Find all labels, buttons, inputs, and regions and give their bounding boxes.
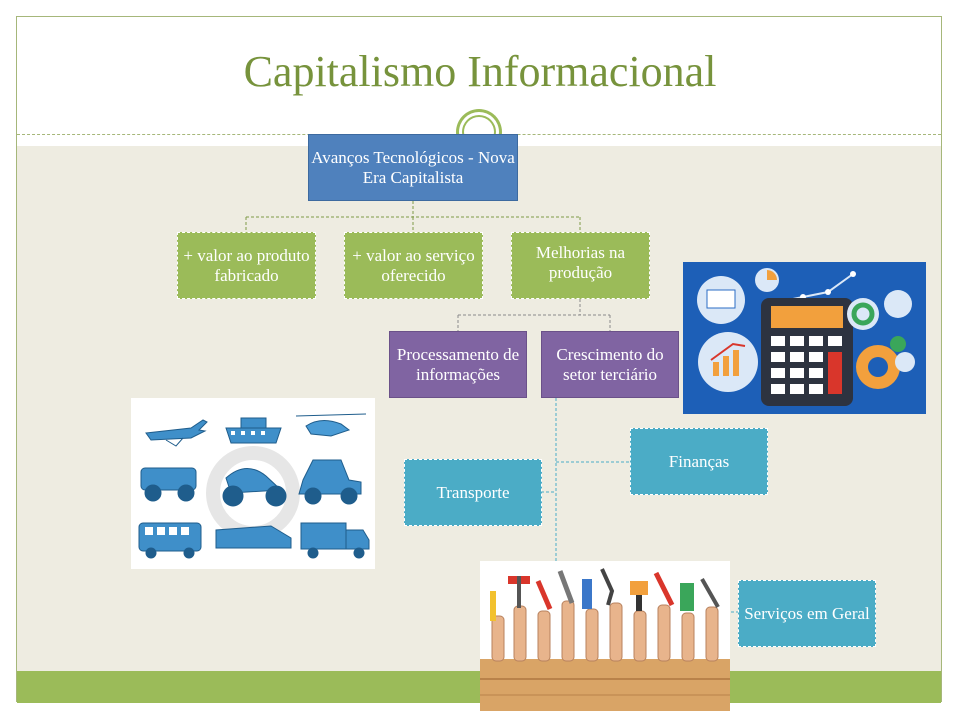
diagram-node-processamento: Processamento de informações [389, 331, 527, 398]
saw-icon [653, 571, 675, 607]
airplane-icon [145, 419, 208, 441]
diagram-node-melhorias-producao: Melhorias na produção [511, 232, 650, 299]
hands-holding-tools-photo [480, 561, 730, 711]
calculator-analytics-illustration [683, 262, 926, 414]
wooden-crate [480, 659, 730, 711]
transport-vehicles-illustration [131, 398, 375, 569]
diagram-node-crescimento-terciario: Crescimento do setor terciário [541, 331, 679, 398]
screwdriver-icon [535, 580, 553, 610]
truck-icon [300, 522, 347, 550]
drill-icon [630, 581, 648, 595]
diagram-node-valor-servico: + valor ao serviço oferecido [344, 232, 483, 299]
title-arc-ornament-inner [462, 115, 496, 149]
ship-icon [225, 417, 282, 444]
jeep-icon [140, 467, 197, 491]
slide-title: Capitalismo Informacional [243, 47, 717, 96]
title-arc-ornament [456, 109, 502, 155]
paint-brush-icon [680, 583, 694, 611]
diagram-node-transporte: Transporte [404, 459, 542, 526]
bottom-accent-bar [17, 671, 941, 703]
wrench-icon [557, 570, 575, 604]
diagram-node-root: Avanços Tecnológicos - Nova Era Capitali… [308, 134, 518, 201]
tape-measure-icon [490, 591, 496, 621]
chisel-icon [700, 578, 720, 608]
pliers-icon [600, 568, 615, 606]
diagram-node-servicos-geral: Serviços em Geral [738, 580, 876, 647]
diagram-node-valor-produto: + valor ao produto fabricado [177, 232, 316, 299]
diagram-node-financas: Finanças [630, 428, 768, 495]
people-icon [895, 352, 915, 372]
helicopter-icon [295, 413, 367, 437]
train-icon [215, 525, 292, 549]
level-tool-icon [582, 579, 592, 609]
stats-icon [884, 290, 912, 318]
